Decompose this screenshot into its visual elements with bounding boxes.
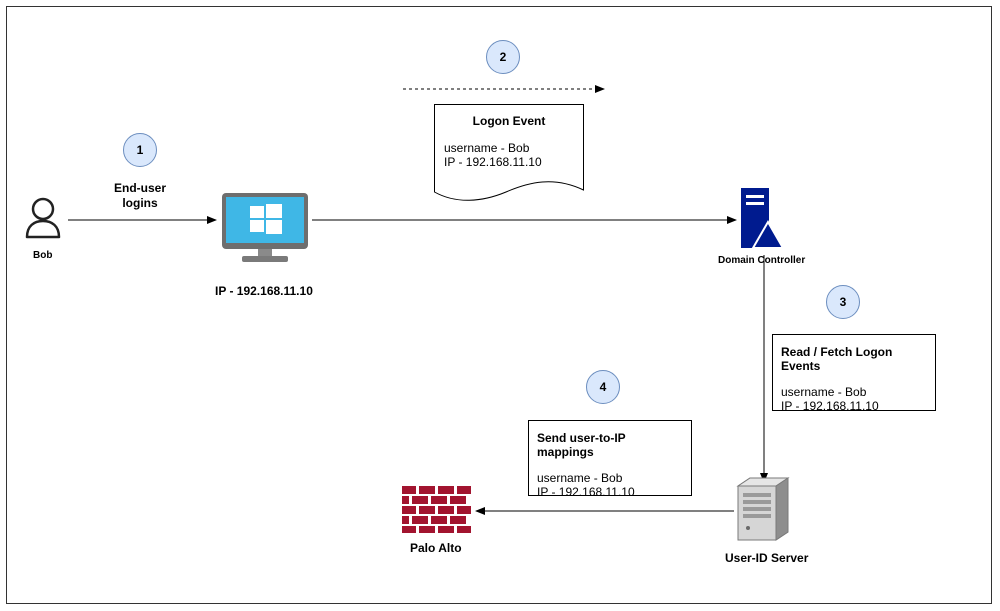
step-badge-1: 1 [123,133,157,167]
logon-event-title: Logon Event [472,114,546,128]
read-fetch-ip: IP - 192.168.11.10 [781,399,879,413]
end-user-logins-label: End-user logins [113,181,167,211]
send-mappings-username: username - Bob [537,471,623,485]
bob-label: Bob [33,250,53,261]
read-fetch-title: Read / Fetch Logon Events [781,345,893,373]
step-badge-2: 2 [486,40,520,74]
userid-server-label: User-ID Server [725,551,809,565]
user-icon [25,197,61,239]
logon-event-document-shape [434,104,584,201]
read-fetch-note: Read / Fetch Logon Events username - Bob… [772,334,936,413]
step-badge-4: 4 [586,370,620,404]
logon-event-ip: IP - 192.168.11.10 [444,155,542,169]
send-mappings-note: Send user-to-IP mappings username - Bob … [528,420,692,499]
logon-event-username: username - Bob [444,141,530,155]
firewall-icon [402,486,471,533]
logon-event-note: Logon Event username - Bob IP - 192.168.… [442,114,576,169]
windows-computer-icon [222,193,308,262]
send-mappings-ip: IP - 192.168.11.10 [537,485,635,499]
palo-alto-label: Palo Alto [410,541,462,555]
end-user-label-line2: logins [122,196,158,210]
domain-controller-icon [741,188,784,249]
send-mappings-title: Send user-to-IP mappings [537,431,626,459]
server-icon [736,477,790,541]
step-badge-3: 3 [826,285,860,319]
end-user-label-line1: End-user [113,181,166,195]
domain-controller-label: Domain Controller [718,255,806,266]
read-fetch-username: username - Bob [781,385,867,399]
computer-ip-label: IP - 192.168.11.10 [215,284,313,298]
